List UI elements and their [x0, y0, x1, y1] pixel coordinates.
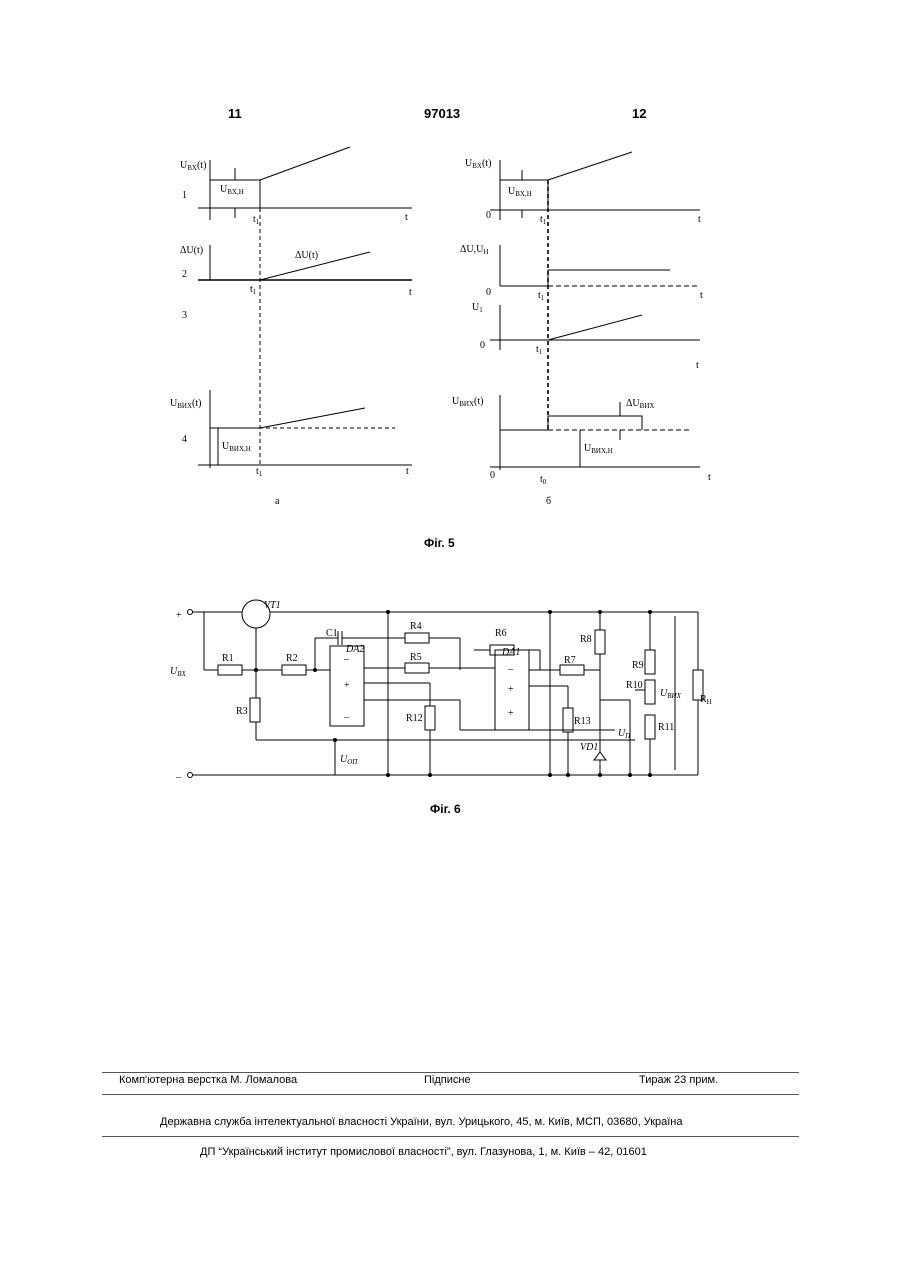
a-row-1: 1	[182, 190, 187, 201]
svg-text:C1: C1	[326, 628, 338, 639]
panel-a-label: а	[275, 496, 280, 507]
b-delta-label: ΔU,U	[460, 244, 484, 255]
svg-text:UВИХ,Н: UВИХ,Н	[584, 443, 613, 455]
svg-text:UBX,H: UBX,H	[508, 186, 532, 198]
a-row-3: 3	[182, 310, 187, 321]
svg-text:UВИХ,Н: UВИХ,Н	[222, 441, 251, 453]
svg-text:R8: R8	[580, 634, 592, 645]
svg-text:t: t	[698, 214, 701, 225]
a-delta-label: ΔU(t)	[180, 245, 203, 256]
svg-text:–: –	[507, 664, 514, 675]
a-curve-label: ΔU(t)	[295, 250, 318, 261]
plus-terminal: +	[176, 610, 182, 621]
svg-text:DA1: DA1	[501, 647, 520, 658]
svg-text:ΔU,UH: ΔU,UH	[460, 244, 488, 256]
svg-text:0: 0	[490, 470, 495, 481]
a-row-2: 2	[182, 269, 187, 280]
svg-text:R4: R4	[410, 621, 422, 632]
svg-text:t0: t0	[540, 474, 547, 486]
panel-b-label: б	[546, 496, 551, 507]
footer-rule-middle	[102, 1094, 799, 1095]
svg-text:UВИХ(t): UВИХ(t)	[170, 398, 201, 410]
svg-text:VT1: VT1	[264, 600, 281, 611]
svg-text:UBX,H: UBX,H	[220, 184, 244, 196]
patent-number: 97013	[424, 106, 460, 121]
figure-5-caption: Фіг. 5	[424, 536, 455, 550]
svg-text:R12: R12	[406, 713, 423, 724]
svg-text:UВИХ: UВИХ	[660, 688, 682, 700]
svg-text:UBX: UBX	[170, 666, 187, 678]
minus-terminal: –	[175, 772, 182, 783]
svg-text:RH: RH	[700, 694, 712, 706]
svg-text:ΔUВИХ: ΔUВИХ	[626, 398, 654, 410]
footer-institute: ДП “Український інститут промислової вла…	[200, 1146, 647, 1158]
svg-text:t1: t1	[256, 466, 263, 478]
svg-text:0: 0	[486, 287, 491, 298]
svg-text:t: t	[708, 472, 711, 483]
footer-layout-credit: Комп'ютерна верстка М. Ломалова	[119, 1074, 297, 1086]
right-page-number: 12	[632, 106, 646, 121]
svg-text:t: t	[406, 466, 409, 477]
svg-text:t: t	[409, 287, 412, 298]
svg-text:R10: R10	[626, 680, 643, 691]
svg-text:t: t	[696, 360, 699, 371]
svg-text:UBX(t): UBX(t)	[465, 158, 491, 170]
svg-text:t1: t1	[540, 214, 547, 226]
svg-text:t1: t1	[536, 344, 543, 356]
svg-text:UBX(t): UBX(t)	[180, 160, 206, 172]
svg-text:U1: U1	[472, 302, 483, 314]
svg-text:R9: R9	[632, 660, 644, 671]
svg-text:UВИХ(t): UВИХ(t)	[452, 396, 483, 408]
svg-text:R5: R5	[410, 652, 422, 663]
svg-text:0: 0	[486, 210, 491, 221]
svg-text:R13: R13	[574, 716, 591, 727]
svg-text:UОП: UОП	[340, 754, 358, 766]
footer-agency: Державна служба інтелектуальної власност…	[160, 1116, 683, 1128]
figure-6-caption: Фіг. 6	[430, 802, 461, 816]
footer-circulation: Тираж 23 прим.	[639, 1074, 718, 1086]
figure-5-timing-diagrams: UBX(t) 1 UBX,H t1 t ΔU(t) 2 ΔU(t) t1 t 3…	[160, 140, 730, 520]
svg-text:R2: R2	[286, 653, 298, 664]
footer-signed: Підписне	[424, 1074, 471, 1086]
footer-rule-bottom	[102, 1136, 799, 1137]
svg-text:UП: UП	[618, 728, 631, 740]
svg-text:R11: R11	[658, 722, 674, 733]
svg-text:+: +	[508, 708, 514, 719]
svg-text:R3: R3	[236, 706, 248, 717]
svg-text:0: 0	[480, 340, 485, 351]
svg-text:t: t	[405, 212, 408, 223]
svg-text:t1: t1	[538, 290, 545, 302]
svg-text:+: +	[344, 680, 350, 691]
svg-text:–: –	[343, 712, 350, 723]
figure-6-circuit-schematic: + – UBX VT1 R1 R2 R3 C1 DA2 R4 R5 R6 DA1…	[160, 590, 720, 790]
svg-text:R7: R7	[564, 655, 576, 666]
svg-text:t: t	[700, 290, 703, 301]
svg-text:R6: R6	[495, 628, 507, 639]
svg-text:VD1: VD1	[580, 742, 598, 753]
svg-text:–: –	[343, 654, 350, 665]
svg-text:t1: t1	[253, 214, 260, 226]
svg-text:+: +	[508, 684, 514, 695]
left-page-number: 11	[228, 106, 242, 121]
a-row-4: 4	[182, 434, 187, 445]
svg-text:R1: R1	[222, 653, 234, 664]
footer-rule-top	[102, 1072, 799, 1073]
svg-text:t1: t1	[250, 284, 257, 296]
